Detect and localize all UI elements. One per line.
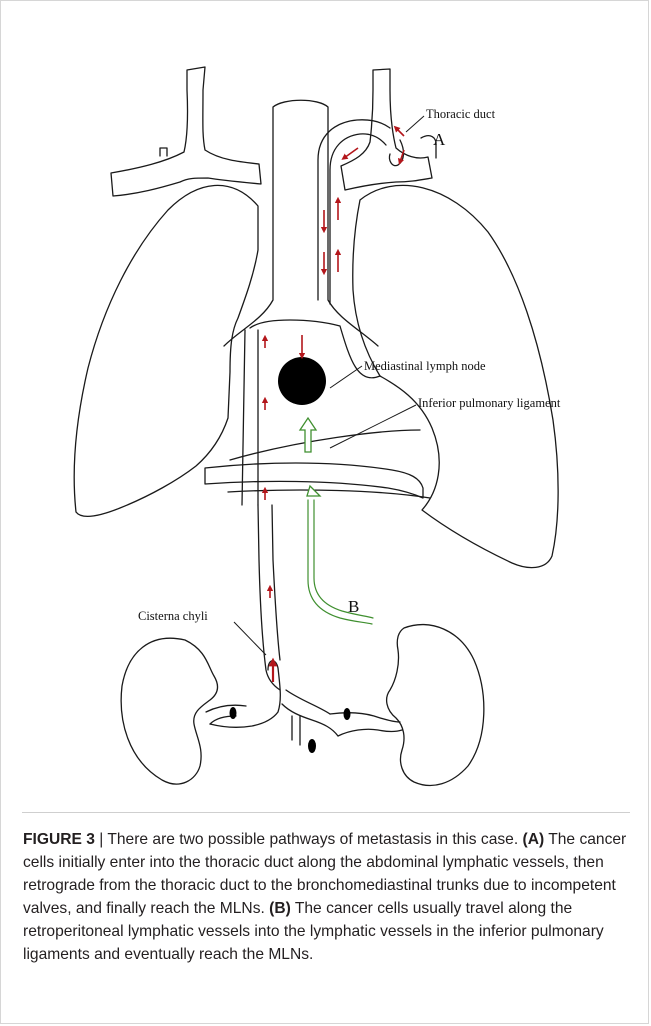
caption-figure-label: FIGURE 3 xyxy=(23,831,95,848)
caption-divider xyxy=(22,812,630,813)
leader-mediastinal xyxy=(330,366,362,388)
right-neck-vessel xyxy=(341,69,432,190)
figure-caption: FIGURE 3 | There are two possible pathwa… xyxy=(23,828,629,966)
label-mediastinal-lymph-node: Mediastinal lymph node xyxy=(364,359,486,373)
mediastinal-lymph-node xyxy=(278,357,326,405)
renal-node-right xyxy=(344,708,351,720)
retroperitoneal-vessel xyxy=(308,500,372,624)
label-cisterna-chyli: Cisterna chyli xyxy=(138,609,208,623)
right-lung xyxy=(353,185,558,567)
caption-b-label: (B) xyxy=(269,900,291,917)
label-pathway-a: A xyxy=(433,130,446,149)
caption-a-label: (A) xyxy=(523,831,545,848)
left-kidney xyxy=(121,638,217,784)
anatomy-diagram: Thoracic duct A Mediastinal lymph node I… xyxy=(0,0,651,820)
label-inferior-pulmonary-ligament: Inferior pulmonary ligament xyxy=(418,396,561,410)
caption-intro: There are two possible pathways of metas… xyxy=(107,831,522,848)
red-arrow xyxy=(344,148,358,158)
label-thoracic-duct: Thoracic duct xyxy=(426,107,496,121)
leader-ligament xyxy=(330,405,416,448)
caption-separator: | xyxy=(95,831,107,848)
left-lung xyxy=(74,185,258,516)
left-neck-vessel xyxy=(111,67,261,196)
green-arrow xyxy=(300,418,316,452)
green-arrow xyxy=(307,486,320,496)
label-pathway-b: B xyxy=(348,597,359,616)
leader-thoracic-duct xyxy=(406,116,424,132)
leader-cisterna xyxy=(234,622,266,655)
right-kidney xyxy=(387,625,484,786)
red-arrow xyxy=(396,128,404,136)
renal-node-center xyxy=(308,739,316,753)
renal-node-left xyxy=(230,707,237,719)
thoracic-duct-arch xyxy=(318,120,390,300)
